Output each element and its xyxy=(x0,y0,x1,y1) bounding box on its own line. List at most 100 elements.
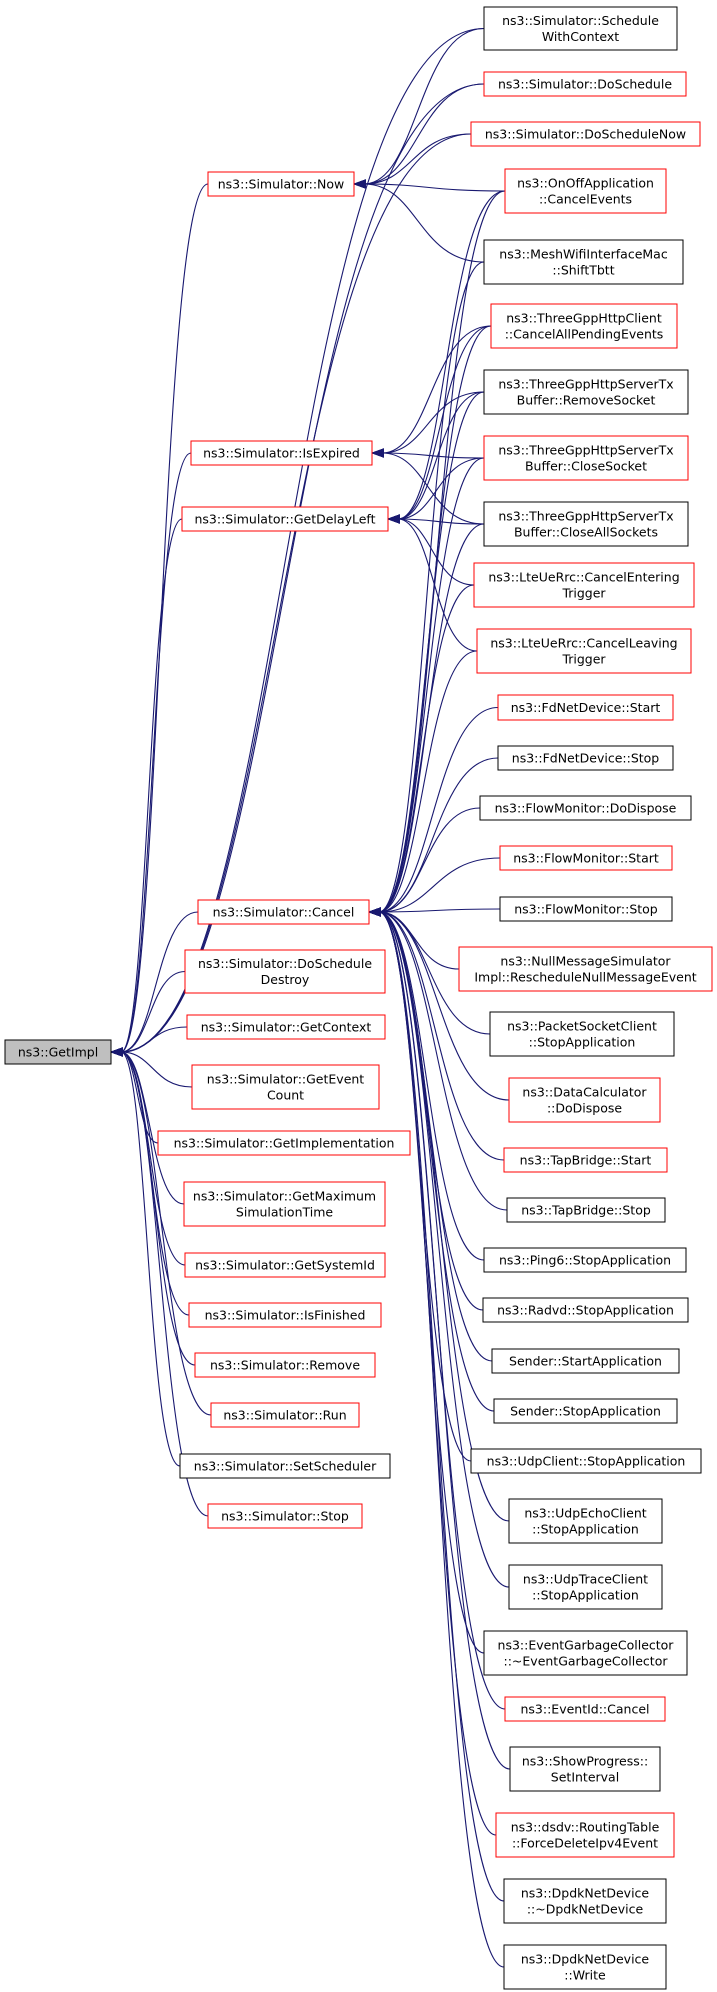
node-box xyxy=(181,506,389,532)
node-dsdv[interactable]: ns3::dsdv::RoutingTable::ForceDeleteIpv4… xyxy=(495,1812,675,1858)
edge-lte_leaving-to-cancel xyxy=(378,650,478,913)
node-box xyxy=(190,440,373,466)
edge-lte_entering-to-cancel xyxy=(378,584,475,913)
node-isexpired[interactable]: ns3::Simulator::IsExpired xyxy=(190,440,373,466)
edge-getcontext-to-getimpl xyxy=(120,1026,188,1053)
node-tap-stop[interactable]: ns3::TapBridge::Stop xyxy=(506,1197,666,1223)
node-box xyxy=(207,1503,363,1529)
node-datacalc[interactable]: ns3::DataCalculator::DoDispose xyxy=(508,1077,661,1123)
node-getdelayleft[interactable]: ns3::Simulator::GetDelayLeft xyxy=(181,506,389,532)
node-tap-start[interactable]: ns3::TapBridge::Start xyxy=(503,1147,668,1173)
node-box xyxy=(483,71,687,97)
node-onoffcancel[interactable]: ns3::OnOffApplication::CancelEvents xyxy=(504,168,667,214)
node-label: ns3::LteUeRrc::CancelLeaving xyxy=(490,636,677,651)
node-label: ns3::ThreeGppHttpServerTx xyxy=(498,509,673,524)
node-label: ns3::Simulator::Schedule xyxy=(502,13,659,28)
node-sender-stop[interactable]: Sender::StopApplication xyxy=(493,1398,678,1424)
arrowhead-dpdk_write-to-cancel xyxy=(368,907,381,917)
edge-run-to-getimpl xyxy=(120,1051,212,1416)
node-egc[interactable]: ns3::EventGarbageCollector::~EventGarbag… xyxy=(483,1630,688,1676)
node-nullmsg[interactable]: ns3::NullMessageSimulatorImpl::Reschedul… xyxy=(458,946,713,992)
node-label: Destroy xyxy=(261,972,310,987)
node-threegpp-closeall[interactable]: ns3::ThreeGppHttpServerTxBuffer::CloseAl… xyxy=(483,501,689,547)
edge-meshshift-to-cancel xyxy=(378,261,485,913)
edge-threegpp_closesocket-to-cancel xyxy=(378,457,485,913)
node-label: Sender::StartApplication xyxy=(509,1354,662,1369)
node-fd-start[interactable]: ns3::FdNetDevice::Start xyxy=(497,694,674,721)
edge-stop-to-getimpl xyxy=(120,1051,209,1517)
node-getcontext[interactable]: ns3::Simulator::GetContext xyxy=(186,1014,386,1040)
node-sender-start[interactable]: Sender::StartApplication xyxy=(491,1348,680,1374)
node-fm-dispose[interactable]: ns3::FlowMonitor::DoDispose xyxy=(479,795,692,821)
node-label: SimulationTime xyxy=(236,1205,333,1220)
node-threegpp-removesocket[interactable]: ns3::ThreeGppHttpServerTxBuffer::RemoveS… xyxy=(483,369,689,415)
node-ping6[interactable]: ns3::Ping6::StopApplication xyxy=(483,1247,687,1273)
node-doschedule[interactable]: ns3::Simulator::DoSchedule xyxy=(483,71,687,97)
node-box xyxy=(179,1453,391,1479)
edge-dsdv-to-cancel xyxy=(378,911,497,1836)
edge-schedulewithcontext-to-getimpl xyxy=(120,27,485,1053)
node-showprogress[interactable]: ns3::ShowProgress::SetInterval xyxy=(509,1746,661,1792)
node-run[interactable]: ns3::Simulator::Run xyxy=(210,1402,360,1428)
node-radvd[interactable]: ns3::Radvd::StopApplication xyxy=(482,1297,689,1323)
node-fm-start[interactable]: ns3::FlowMonitor::Start xyxy=(499,845,673,871)
node-dpdk-dtor[interactable]: ns3::DpdkNetDevice::~DpdkNetDevice xyxy=(503,1878,667,1924)
edge-meshshift-to-now xyxy=(363,183,485,263)
node-label: ns3::dsdv::RoutingTable xyxy=(511,1820,660,1835)
node-udpclient[interactable]: ns3::UdpClient::StopApplication xyxy=(470,1448,702,1474)
node-label: ns3::ThreeGppHttpServerTx xyxy=(498,443,673,458)
node-label: WithContext xyxy=(542,29,619,44)
node-remove[interactable]: ns3::Simulator::Remove xyxy=(194,1352,376,1378)
edge-udptrace-to-cancel xyxy=(378,911,510,1588)
node-label: ns3::LteUeRrc::CancelEntering xyxy=(488,570,679,585)
node-box xyxy=(188,1302,382,1328)
node-label: Count xyxy=(267,1088,304,1103)
node-dpdk-write[interactable]: ns3::DpdkNetDevice::Write xyxy=(503,1944,667,1990)
node-box xyxy=(503,1147,668,1173)
node-fm-stop[interactable]: ns3::FlowMonitor::Stop xyxy=(499,896,673,922)
node-label: ns3::OnOffApplication xyxy=(517,176,654,191)
edge-onoffcancel-to-getdelayleft xyxy=(397,190,506,520)
arrowhead-threegpp_closeall-to-isexpired xyxy=(371,448,384,458)
node-box xyxy=(509,1746,661,1792)
node-label: Impl::RescheduleNullMessageEvent xyxy=(474,970,696,985)
node-threegpp-cancelall[interactable]: ns3::ThreeGppHttpClient::CancelAllPendin… xyxy=(490,303,678,349)
node-box xyxy=(493,1398,678,1424)
node-label: ns3::Simulator::GetImplementation xyxy=(174,1136,395,1151)
node-udpecho[interactable]: ns3::UdpEchoClient::StopApplication xyxy=(508,1498,663,1544)
node-udptrace[interactable]: ns3::UdpTraceClient::StopApplication xyxy=(508,1564,663,1610)
node-box xyxy=(183,1181,386,1227)
node-threegpp-closesocket[interactable]: ns3::ThreeGppHttpServerTxBuffer::CloseSo… xyxy=(483,435,689,481)
node-box xyxy=(497,694,674,721)
node-getimplementation[interactable]: ns3::Simulator::GetImplementation xyxy=(157,1130,411,1156)
node-stop[interactable]: ns3::Simulator::Stop xyxy=(207,1503,363,1529)
node-label: ns3::Ping6::StopApplication xyxy=(499,1253,671,1268)
node-box xyxy=(489,1011,675,1057)
node-cancel[interactable]: ns3::Simulator::Cancel xyxy=(197,899,370,925)
node-box xyxy=(470,121,701,147)
arrowhead-meshshift-to-now xyxy=(353,179,366,189)
node-now[interactable]: ns3::Simulator::Now xyxy=(207,171,355,197)
node-meshshift[interactable]: ns3::MeshWifiInterfaceMac::ShiftTbtt xyxy=(483,239,684,285)
node-box xyxy=(503,1944,667,1990)
node-label: ns3::DpdkNetDevice xyxy=(521,1952,650,1967)
node-getimpl[interactable]: ns3::GetImpl xyxy=(4,1039,112,1065)
node-eventid[interactable]: ns3::EventId::Cancel xyxy=(504,1696,666,1722)
node-doschedulenow[interactable]: ns3::Simulator::DoScheduleNow xyxy=(470,121,701,147)
edge-fm_dispose-to-cancel xyxy=(378,807,481,913)
node-label: ns3::Simulator::GetContext xyxy=(201,1020,372,1035)
node-box xyxy=(470,1448,702,1474)
edge-threegpp_removesocket-to-cancel xyxy=(378,391,485,913)
node-label: ::ForceDeleteIpv4Event xyxy=(512,1836,658,1851)
node-fd-stop[interactable]: ns3::FdNetDevice::Stop xyxy=(497,745,674,771)
node-isfinished[interactable]: ns3::Simulator::IsFinished xyxy=(188,1302,382,1328)
node-setscheduler[interactable]: ns3::Simulator::SetScheduler xyxy=(179,1453,391,1479)
node-packetsocket[interactable]: ns3::PacketSocketClient::StopApplication xyxy=(489,1011,675,1057)
node-getsystemid[interactable]: ns3::Simulator::GetSystemId xyxy=(184,1252,386,1278)
